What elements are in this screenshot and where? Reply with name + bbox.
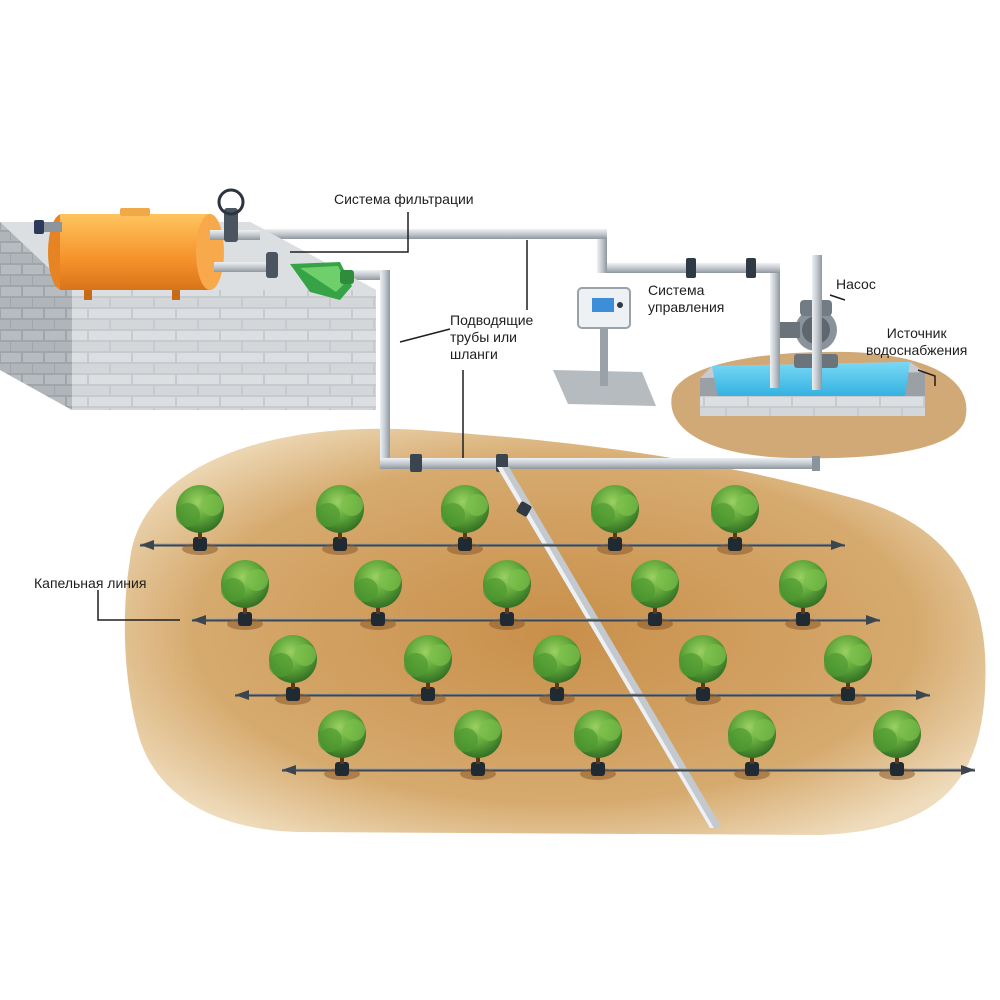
- plant-bush: [631, 560, 679, 630]
- label-leaders: [97, 212, 936, 621]
- supply-text-line1: Подводящие: [450, 312, 534, 328]
- filter-valve-assembly: [210, 188, 354, 300]
- supply-text-line2: трубы или: [450, 329, 517, 345]
- plant-bush: [354, 560, 402, 630]
- supply-pipes: [240, 229, 822, 828]
- drip-text: Капельная линия: [34, 575, 147, 591]
- pump-text: Насос: [836, 276, 876, 292]
- label-drip-line: Капельная линия: [34, 575, 146, 592]
- filtration-tank: [34, 208, 224, 300]
- plant-bush: [574, 710, 622, 780]
- drip-line-end-right: [831, 540, 845, 550]
- drip-line-end-left: [192, 615, 206, 625]
- drip-line-end-right: [961, 765, 975, 775]
- label-control-system: Система управления: [648, 282, 724, 316]
- source-text-line1: Источник: [886, 325, 947, 341]
- drip-line-end-right: [916, 690, 930, 700]
- plant-bush: [269, 635, 317, 705]
- plant-bush: [404, 635, 452, 705]
- plant-bush: [441, 485, 489, 555]
- drip-line-end-right: [866, 615, 880, 625]
- drip-line: [140, 485, 845, 555]
- label-supply-pipes: Подводящие трубы или шланги: [450, 312, 533, 363]
- soil-field: [124, 428, 986, 835]
- plant-bush: [824, 635, 872, 705]
- label-water-source: Источник водоснабжения: [866, 325, 967, 359]
- drip-rows: [140, 485, 975, 780]
- plant-bush: [221, 560, 269, 630]
- supply-text-line3: шланги: [450, 346, 498, 362]
- source-text-line2: водоснабжения: [866, 342, 968, 358]
- filtration-text: Система фильтрации: [334, 191, 474, 207]
- plant-bush: [591, 485, 639, 555]
- plant-bush: [711, 485, 759, 555]
- drip-line-end-left: [140, 540, 154, 550]
- plant-bush: [679, 635, 727, 705]
- plant-bush: [533, 635, 581, 705]
- label-filtration-system: Система фильтрации: [334, 191, 474, 208]
- plant-bush: [728, 710, 776, 780]
- label-pump: Насос: [836, 276, 876, 293]
- drip-line: [282, 710, 975, 780]
- drip-line-end-left: [282, 765, 296, 775]
- control-text-line2: управления: [648, 299, 725, 315]
- plant-bush: [316, 485, 364, 555]
- drip-line: [192, 560, 880, 630]
- drip-line: [235, 635, 930, 705]
- plant-bush: [873, 710, 921, 780]
- drip-line-end-left: [235, 690, 249, 700]
- plant-bush: [483, 560, 531, 630]
- plant-bush: [318, 710, 366, 780]
- plant-bush: [779, 560, 827, 630]
- plant-bush: [176, 485, 224, 555]
- plant-bush: [454, 710, 502, 780]
- water-source-pool: [671, 351, 967, 459]
- control-system-unit: [553, 287, 656, 406]
- control-text-line1: Система: [648, 282, 705, 298]
